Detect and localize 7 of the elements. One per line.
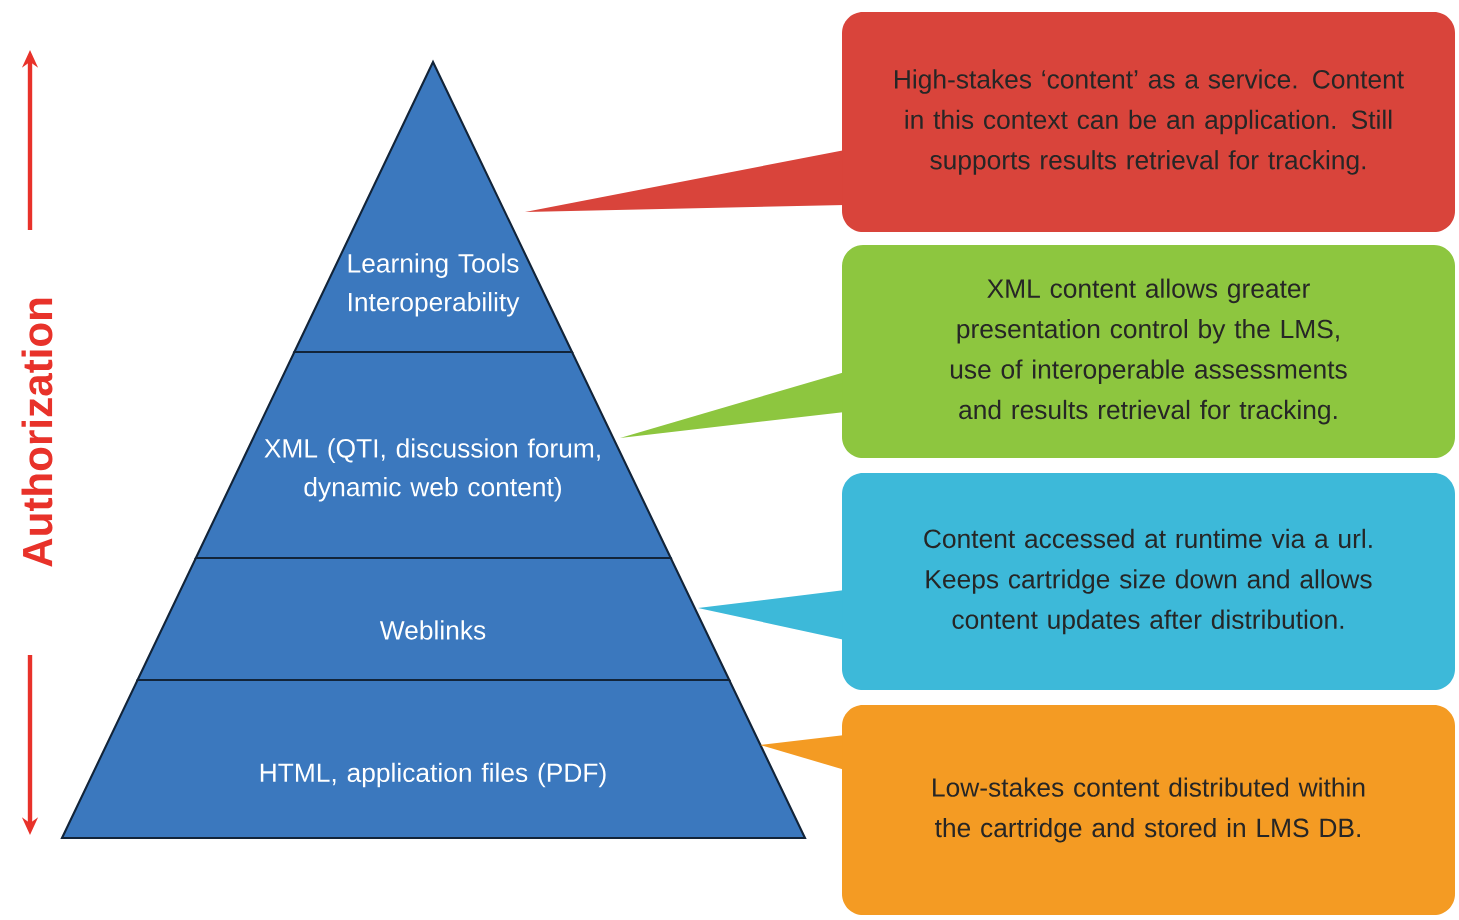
- axis-label: Authorization: [21, 298, 53, 567]
- speech-bubble: High-stakes ‘content’ as a service. Content in this context can be an application. Still supports results retrieval for tracking.: [525, 12, 1455, 232]
- pyramid-level: HTML, application files (PDF): [60, 678, 807, 840]
- speech-bubble: Low-stakes content distributed within the cartridge and stored in LMS DB.: [760, 705, 1455, 915]
- speech-bubble: XML content allows greater presentation control by the LMS, use of interoperable assessments and results retrieval for tracking.: [620, 245, 1455, 458]
- pyramid-level: XML (QTI, discussion forum, dynamic web content): [194, 350, 673, 560]
- speech-bubble: Content accessed at runtime via a url. Keeps cartridge size down and allows content updates after distribution.: [698, 473, 1455, 690]
